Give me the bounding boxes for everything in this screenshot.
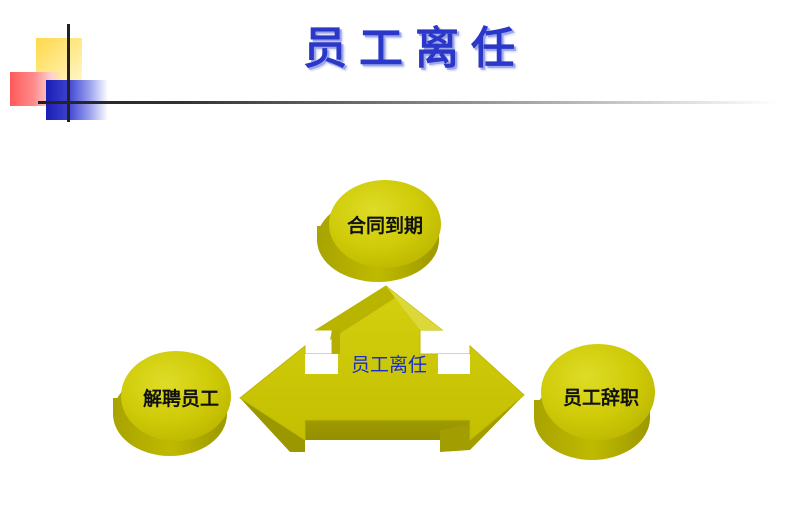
node-right: 员工辞职 bbox=[534, 344, 655, 460]
node-left: 解聘员工 bbox=[113, 351, 231, 456]
arrow-shape bbox=[239, 285, 525, 452]
node-top: 合同到期 bbox=[317, 180, 441, 282]
decor-horizontal-line bbox=[38, 101, 778, 104]
decor-vertical-line bbox=[67, 24, 70, 122]
node-left-label: 解聘员工 bbox=[143, 387, 219, 410]
center-label: 员工离任 bbox=[351, 354, 427, 376]
node-top-label: 合同到期 bbox=[347, 214, 423, 237]
decor-blue-square bbox=[46, 80, 108, 120]
node-right-label: 员工辞职 bbox=[563, 386, 639, 409]
page-title: 员工离任 bbox=[303, 23, 527, 74]
